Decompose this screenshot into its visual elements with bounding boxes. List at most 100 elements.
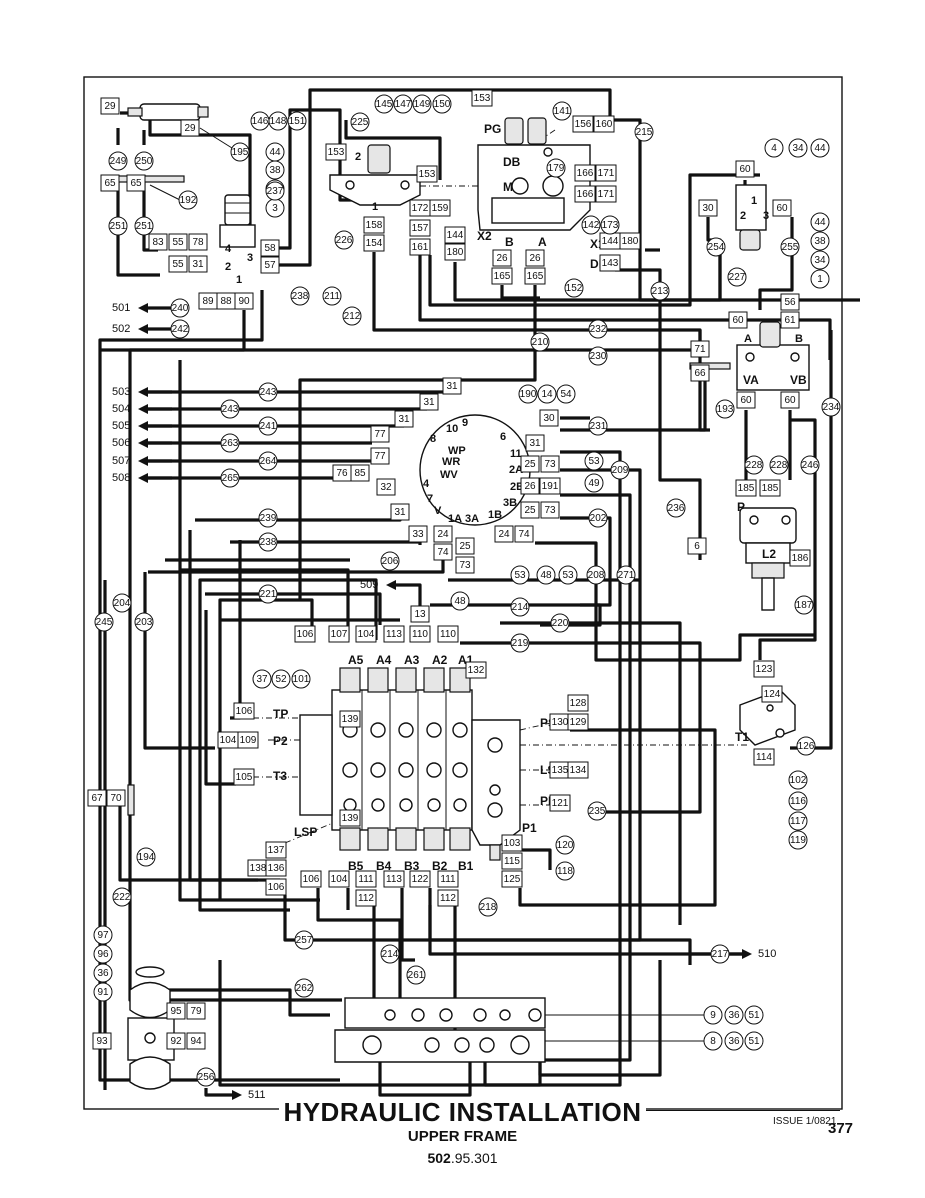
part-box: 31 <box>390 503 410 521</box>
valve-section-top: A3 <box>404 653 420 667</box>
callout-label: 117 <box>790 816 806 827</box>
callout-label: 193 <box>717 404 734 415</box>
part-box-label: 74 <box>437 547 449 558</box>
part-box: 111 <box>437 870 459 888</box>
part-box-label: 134 <box>570 765 587 776</box>
part-box-label: 104 <box>331 874 348 885</box>
part-box-label: 112 <box>440 893 456 904</box>
part-box-label: 109 <box>240 735 257 746</box>
part-box: 125 <box>501 870 523 888</box>
part-box: 166 <box>574 185 596 203</box>
part-box: 104 <box>328 870 350 888</box>
svg-text:A: A <box>744 333 752 345</box>
part-box-label: 105 <box>236 772 253 783</box>
outlet-511: 511 <box>204 1088 266 1101</box>
label-tp: TP <box>273 707 288 721</box>
part-box: 73 <box>540 455 560 473</box>
part-box: 115 <box>501 852 523 870</box>
part-box-label: 61 <box>784 315 796 326</box>
part-box: 157 <box>409 219 431 237</box>
callout-label: 4 <box>771 143 777 154</box>
part-box-label: 156 <box>575 119 592 130</box>
part-box-label: 13 <box>414 609 426 620</box>
label-a: A <box>538 235 547 249</box>
callout-label: 141 <box>554 106 571 117</box>
part-box: 55 <box>168 233 188 251</box>
callout-circle: 36 <box>724 1031 744 1051</box>
rotary-port-label: 7 <box>427 493 433 505</box>
part-box: 26 <box>520 477 540 495</box>
part-box-label: 83 <box>152 237 164 248</box>
callout-label: 256 <box>198 1072 215 1083</box>
part-box: 77 <box>370 447 390 465</box>
callout-circle: 51 <box>744 1031 764 1051</box>
callout-label: 242 <box>172 324 189 335</box>
part-box-label: 129 <box>570 717 587 728</box>
callout-circle: 173 <box>600 215 620 235</box>
callout-circle: 240 <box>170 298 190 318</box>
part-box: 161 <box>409 238 431 256</box>
part-box-label: 171 <box>598 189 615 200</box>
part-box-label: 78 <box>192 237 204 248</box>
part-box-label: 31 <box>446 381 458 392</box>
callout-circle: 256 <box>196 1067 216 1087</box>
callout-circle: 238 <box>258 532 278 552</box>
callout-label: 214 <box>512 602 529 613</box>
label-l2: L2 <box>762 547 776 561</box>
callout-circle: 126 <box>796 736 816 756</box>
callout-label: 1 <box>817 274 823 285</box>
svg-text:2: 2 <box>355 151 361 163</box>
callout-label: 231 <box>590 421 607 432</box>
callout-label: 36 <box>728 1010 740 1021</box>
part-box: 153 <box>416 165 438 183</box>
callout-label: 237 <box>267 186 284 197</box>
outlet-502: 502 <box>112 323 172 335</box>
callout-label: 101 <box>293 674 310 685</box>
part-box: 106 <box>233 702 255 720</box>
part-box: 128 <box>567 694 589 712</box>
callout-circle: 228 <box>744 455 764 475</box>
callout-label: 142 <box>583 220 600 231</box>
outlet-504: 504 <box>112 403 172 415</box>
callout-circle: 51 <box>744 1005 764 1025</box>
callout-label: 203 <box>136 617 153 628</box>
part-box: 25 <box>520 501 540 519</box>
part-box: 139 <box>339 809 361 827</box>
label-b: B <box>505 235 514 249</box>
part-box: 30 <box>539 409 559 427</box>
part-box: 134 <box>567 761 589 779</box>
part-box-label: 115 <box>504 856 520 867</box>
part-box-label: 113 <box>386 629 402 640</box>
callout-circle: 148 <box>268 111 288 131</box>
callout-circle: 52 <box>271 669 291 689</box>
callout-circle: 211 <box>322 286 342 306</box>
part-box-label: 60 <box>732 315 744 326</box>
callout-circle: 219 <box>510 633 530 653</box>
part-box-label: 56 <box>784 297 796 308</box>
part-box: 113 <box>383 870 405 888</box>
part-box-label: 77 <box>374 429 386 440</box>
part-box-label: 104 <box>220 735 237 746</box>
callout-circle: 234 <box>821 397 841 417</box>
part-box-label: 24 <box>437 529 449 540</box>
callout-label: 151 <box>289 116 306 127</box>
part-box: 132 <box>465 661 487 679</box>
svg-text:3: 3 <box>763 210 769 222</box>
part-box-label: 33 <box>412 529 424 540</box>
outlet-label: 501 <box>112 302 130 314</box>
callout-label: 118 <box>557 866 573 877</box>
part-box-label: 60 <box>776 203 788 214</box>
callout-circle: 228 <box>769 455 789 475</box>
part-box: 6 <box>687 537 707 555</box>
part-box-label: 29 <box>184 123 196 134</box>
control-valve-bank <box>299 667 521 861</box>
outlet-label: 506 <box>112 437 130 449</box>
part-box-label: 25 <box>524 505 536 516</box>
callout-label: 195 <box>232 147 249 158</box>
title-rule <box>640 1110 840 1111</box>
callout-label: 250 <box>136 156 153 167</box>
callout-circle: 8 <box>703 1031 723 1051</box>
part-box: 172 <box>409 199 431 217</box>
callout-label: 190 <box>520 389 537 400</box>
part-box: 78 <box>188 233 208 251</box>
